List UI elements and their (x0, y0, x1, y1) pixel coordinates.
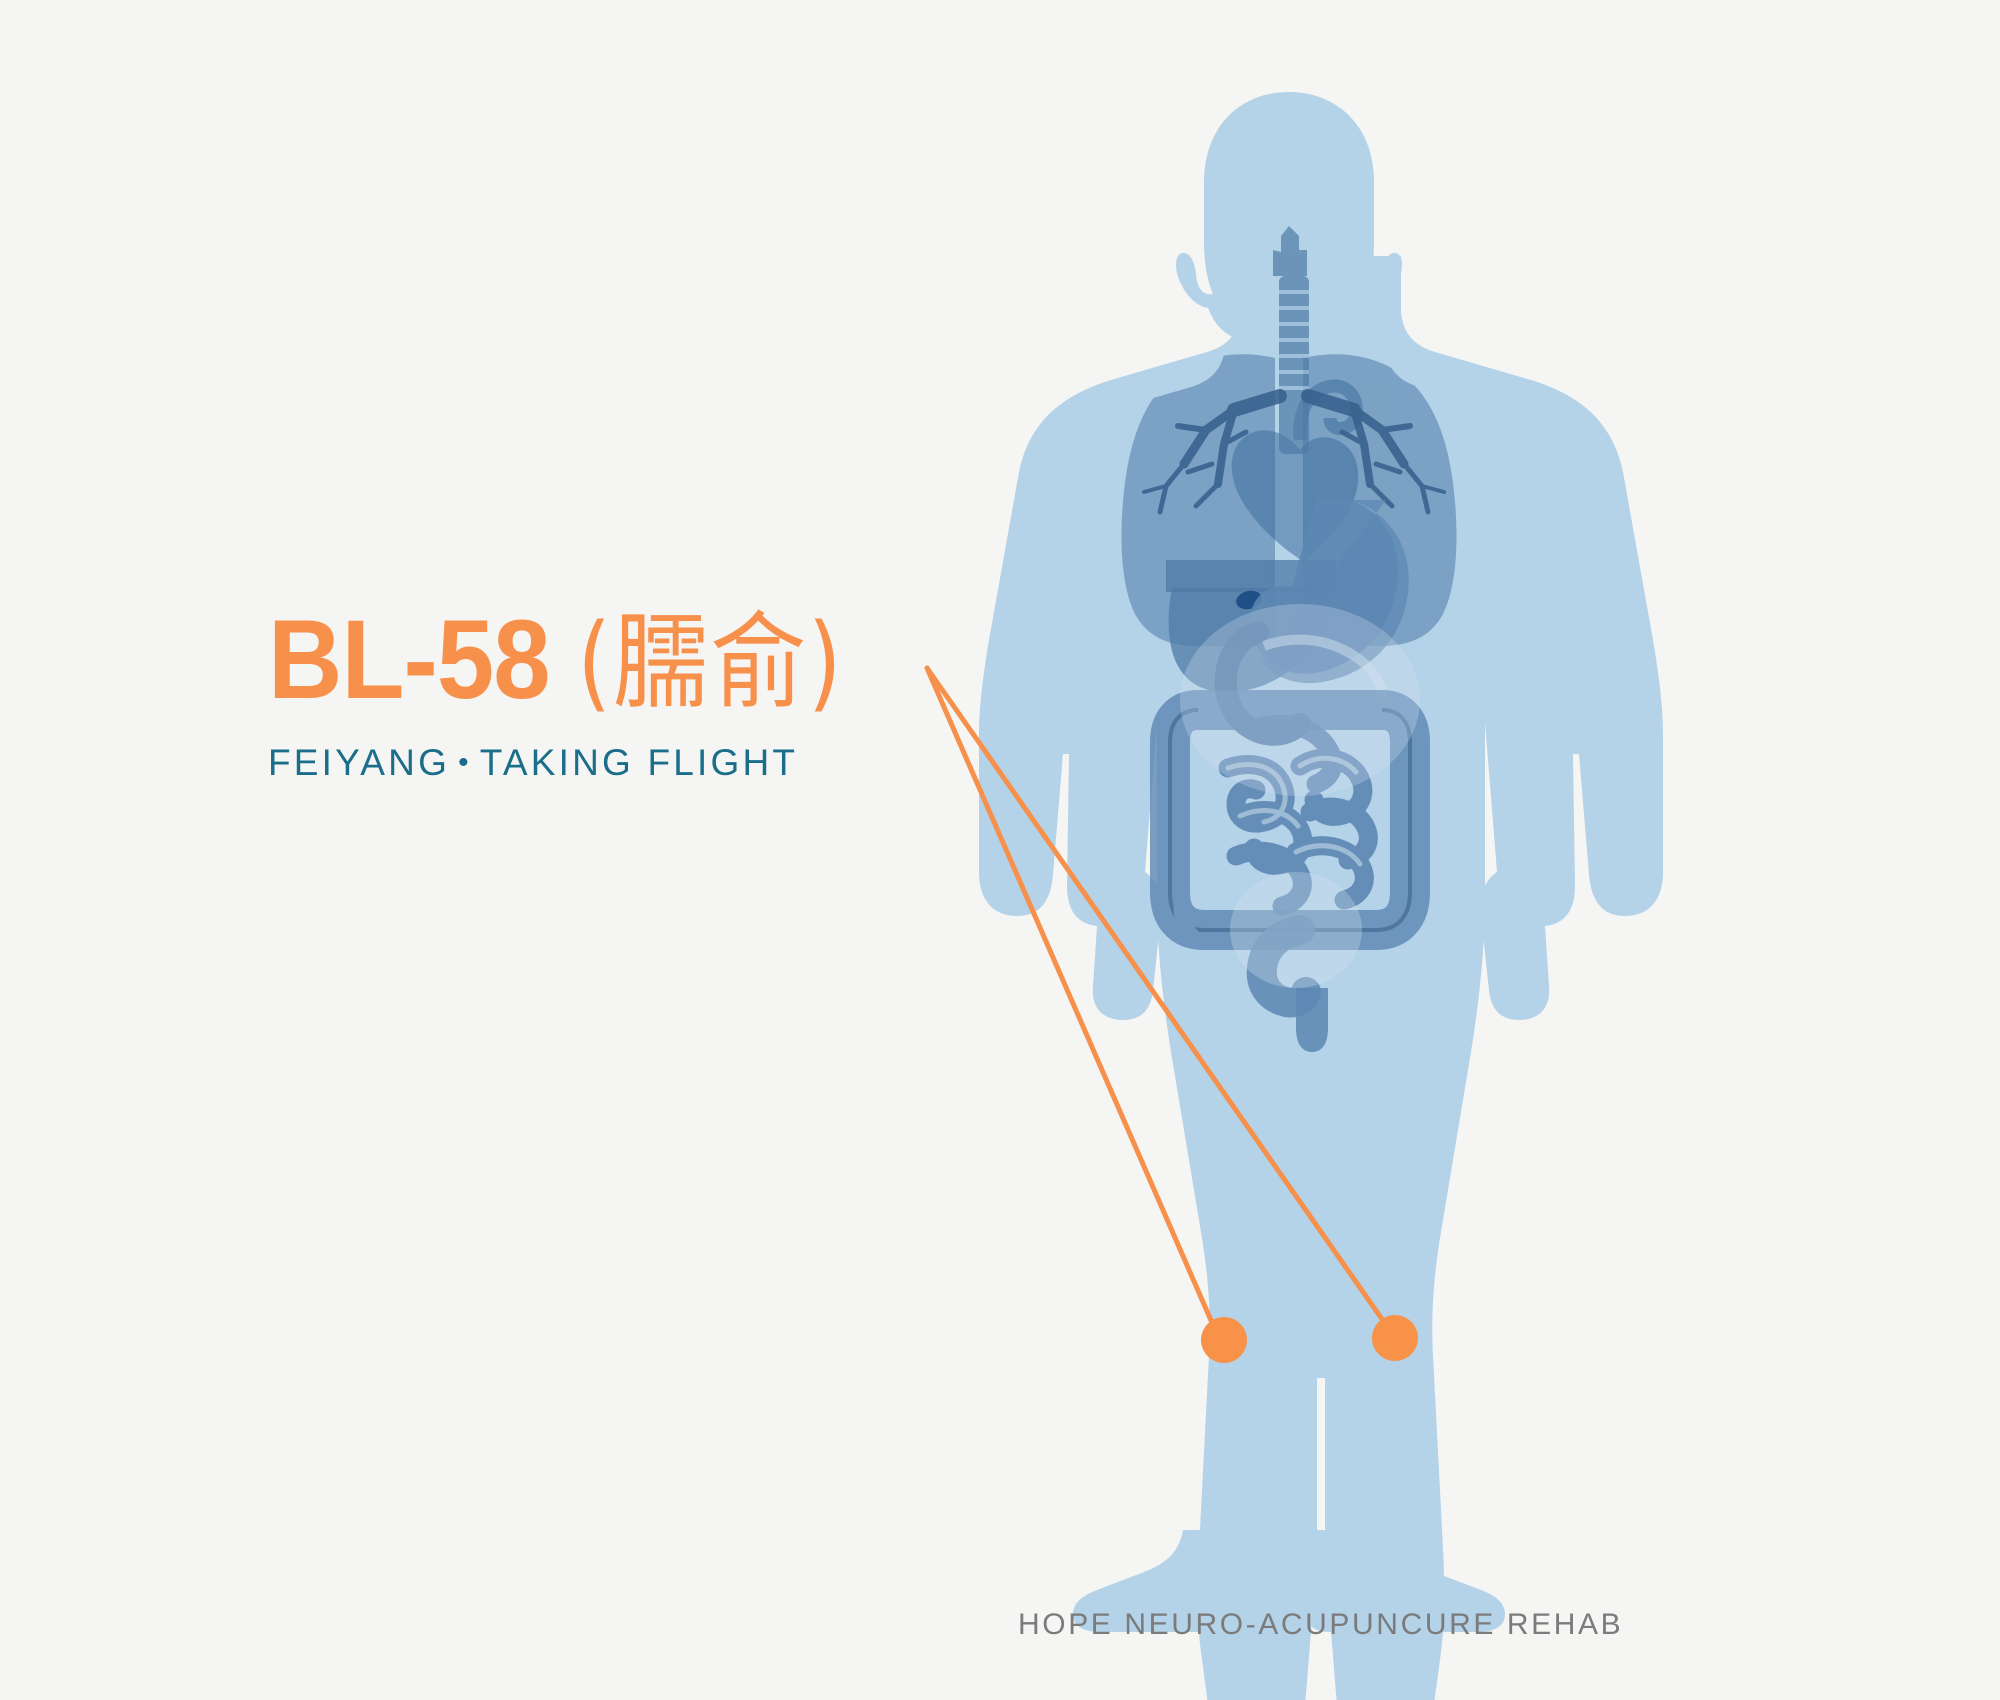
subtitle-separator-dot: • (458, 746, 472, 779)
cjk-close-paren: ) (807, 601, 844, 723)
point-subtitle: FEIYANG•TAKING FLIGHT (268, 742, 1168, 784)
acupoint-marker-right[interactable] (1372, 1315, 1418, 1361)
bronchi-tree (1142, 389, 1446, 515)
pelvis-wash (1230, 872, 1362, 988)
leader-line-right (924, 665, 1387, 1325)
point-pinyin: FEIYANG (268, 742, 451, 783)
point-title-space (550, 597, 578, 722)
small-intestine-highlight (1225, 755, 1363, 867)
point-title: BL-58 (臑俞) (268, 604, 1096, 716)
point-cjk-name: 臑俞 (612, 601, 808, 723)
internal-organs (1121, 226, 1457, 1052)
pancreas (1262, 634, 1389, 701)
leader-line-left (924, 665, 1216, 1328)
point-label-block: BL-58 (臑俞) FEIYANG•TAKING FLIGHT (268, 604, 1168, 784)
abdominal-wash (1180, 604, 1420, 796)
point-code: BL-58 (268, 597, 551, 722)
trachea-group (1273, 226, 1309, 454)
appendix (1173, 890, 1202, 946)
brand-caption: HOPE NEURO-ACUPUNCURE REHAB (1018, 1608, 1624, 1641)
cjk-open-paren: ( (577, 601, 613, 723)
acupoint-marker-left[interactable] (1201, 1317, 1247, 1363)
acupoint-markers (1201, 1315, 1418, 1363)
leader-lines (924, 665, 1387, 1328)
point-meaning: TAKING FLIGHT (479, 742, 799, 783)
